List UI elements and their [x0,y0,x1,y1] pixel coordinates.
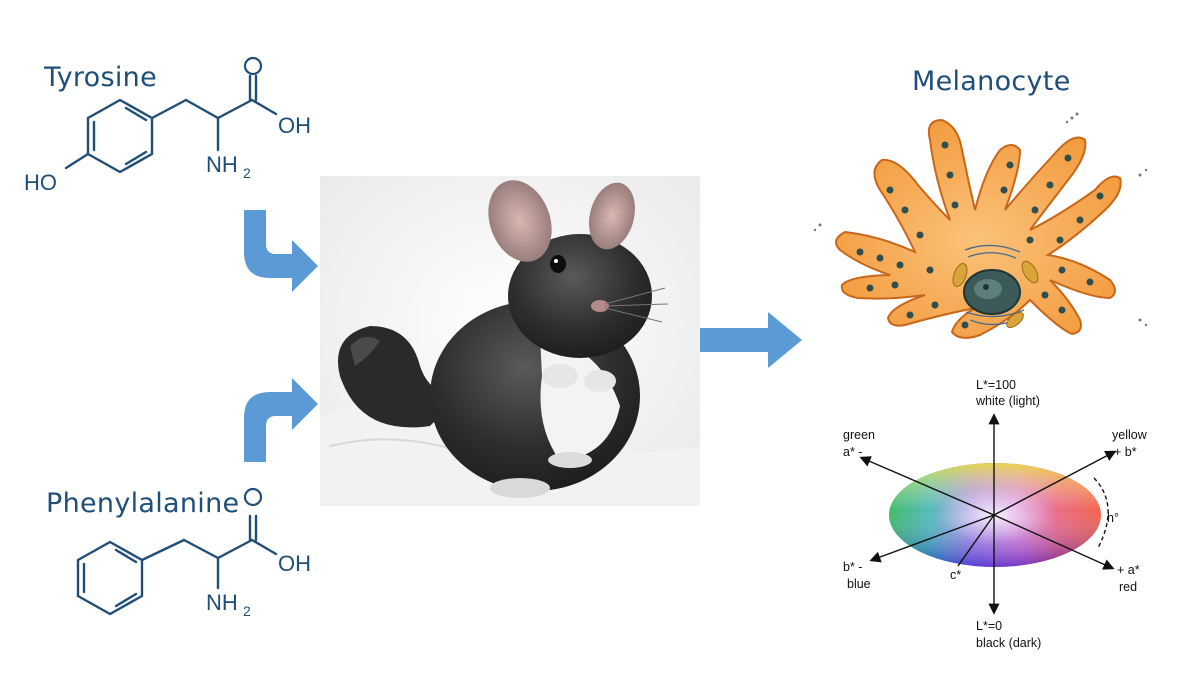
blue-label: blue [847,577,871,591]
chinchilla-to-melanocyte-arrow [700,312,802,368]
yellow-label: yellow [1112,428,1148,442]
chinchilla-photo [320,176,700,506]
chroma-label: c* [950,568,961,582]
phenylalanine-oh-label: OH [278,551,311,576]
tyrosine-oh-label: OH [278,113,311,138]
l-bottom-desc: black (dark) [976,636,1041,650]
a-plus-label: + a* [1117,563,1140,577]
tyrosine-nh-label: NH [206,152,238,177]
phenylalanine-nh-label: NH [206,590,238,615]
melanocyte-illustration [813,112,1148,339]
l-top-label: L*=100 [976,378,1016,392]
a-minus-label: a* - [843,445,862,459]
phenylalanine-label: Phenylalanine [46,488,240,519]
tyrosine-nh-subscript: 2 [243,165,251,181]
l-bottom-label: L*=0 [976,619,1002,633]
red-label: red [1119,580,1137,594]
tyrosine-to-chinchilla-arrow [244,210,318,292]
green-label: green [843,428,875,442]
tyrosine-structure: HO OH NH 2 [24,56,311,195]
phenylalanine-nh-subscript: 2 [243,603,251,619]
l-top-desc: white (light) [975,394,1040,408]
phenylalanine-to-chinchilla-arrow [244,378,318,462]
tyrosine-ho-label: HO [24,170,57,195]
b-plus-label: + b* [1114,445,1137,459]
melanocyte-label: Melanocyte [912,66,1071,97]
b-minus-label: b* - [843,560,862,574]
phenylalanine-structure: OH NH 2 [76,487,311,619]
tyrosine-label: Tyrosine [44,62,157,93]
hue-label: h° [1107,511,1119,525]
